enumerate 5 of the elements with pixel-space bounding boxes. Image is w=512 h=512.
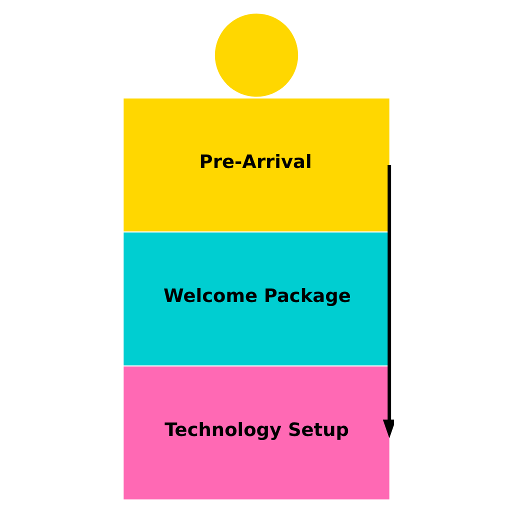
node-circle bbox=[214, 13, 298, 96]
node-box: Technology Setup bbox=[123, 366, 389, 499]
node-box: Welcome Package bbox=[123, 232, 389, 365]
node-box: Pre-Arrival bbox=[123, 98, 389, 231]
arrow bbox=[382, 164, 394, 438]
